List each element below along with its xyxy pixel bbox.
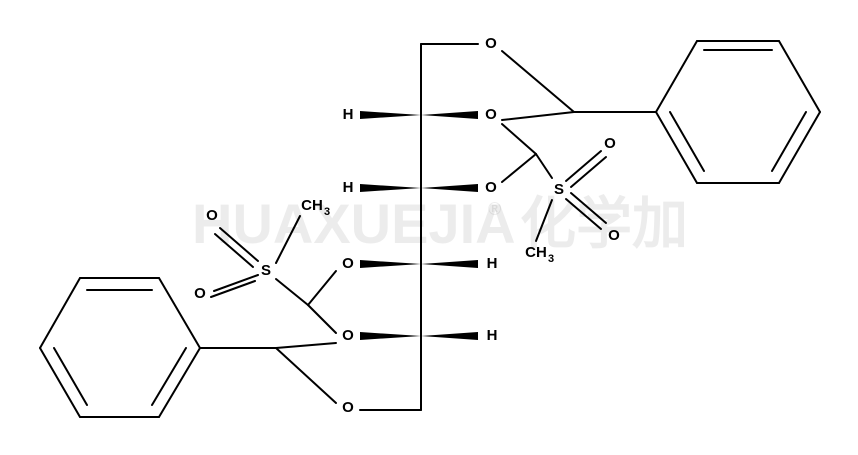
methyl-label: CH [525, 244, 547, 261]
methyl-subscript: 3 [548, 253, 554, 265]
atom-hydrogen: H [343, 106, 354, 123]
atom-oxygen: O [604, 135, 616, 152]
methyl-group-upper: CH 3 [301, 197, 330, 218]
atom-oxygen: O [342, 327, 354, 344]
atom-oxygen: O [608, 227, 620, 244]
atom-oxygen: O [485, 179, 497, 196]
methyl-label: CH [301, 197, 323, 214]
methyl-group-lower: CH 3 [525, 244, 554, 265]
atom-hydrogen: H [487, 255, 498, 272]
backbone-bonds [199, 43, 657, 411]
atom-sulfur: S [261, 262, 271, 279]
atom-labels: O O O O O O O O O O H H H H S S CH 3 CH … [194, 35, 620, 416]
atom-hydrogen: H [487, 327, 498, 344]
atom-oxygen: O [194, 285, 206, 302]
methyl-subscript: 3 [324, 206, 330, 218]
phenyl-ring-left [39, 277, 201, 418]
atom-hydrogen: H [343, 179, 354, 196]
atom-oxygen: O [485, 35, 497, 52]
atom-sulfur: S [554, 181, 564, 198]
atom-oxygen: O [342, 399, 354, 416]
watermark: HUAXUEJIA ® 化学加 [192, 192, 688, 255]
atom-oxygen: O [485, 106, 497, 123]
phenyl-ring-right [655, 40, 821, 184]
atom-oxygen: O [342, 255, 354, 272]
watermark-chinese: 化学加 [520, 192, 688, 255]
watermark-registered: ® [488, 199, 501, 219]
watermark-latin: HUAXUEJIA [192, 192, 516, 255]
atom-oxygen: O [206, 207, 218, 224]
stereo-bonds [360, 111, 478, 340]
